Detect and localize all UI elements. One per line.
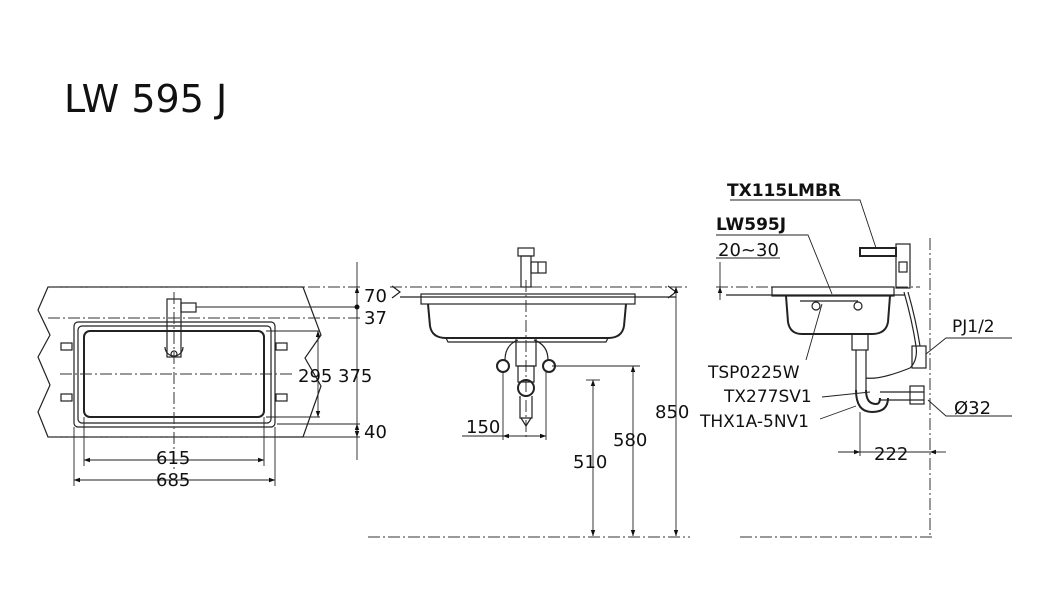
dim-615: 615 (156, 448, 190, 469)
dim-685: 685 (156, 470, 190, 491)
dim-37: 37 (364, 308, 387, 329)
dim-20-30: 20~30 (718, 240, 779, 261)
model-title: LW 595 J (64, 77, 227, 121)
dim-diameter-32: Ø32 (954, 398, 991, 419)
dim-375: 375 (338, 366, 372, 387)
part-wall-pipe-label: PJ1/2 (952, 317, 995, 337)
plan-view (37, 262, 360, 486)
dim-222: 222 (874, 444, 908, 465)
side-view (716, 199, 1012, 538)
front-view (368, 247, 690, 538)
part-basin-label: LW595J (716, 215, 786, 235)
dim-40: 40 (364, 422, 387, 443)
part-trap-label: TX277SV1 (723, 387, 812, 407)
dim-150: 150 (466, 417, 500, 438)
dim-580: 580 (613, 430, 647, 451)
part-hose-label: THX1A-5NV1 (699, 412, 809, 432)
dim-295: 295 (298, 366, 332, 387)
dim-850: 850 (655, 402, 689, 423)
part-faucet-label: TX115LMBR (727, 181, 841, 201)
dim-510: 510 (573, 452, 607, 473)
part-valve-label: TSP0225W (707, 363, 800, 383)
dim-70: 70 (364, 286, 387, 307)
